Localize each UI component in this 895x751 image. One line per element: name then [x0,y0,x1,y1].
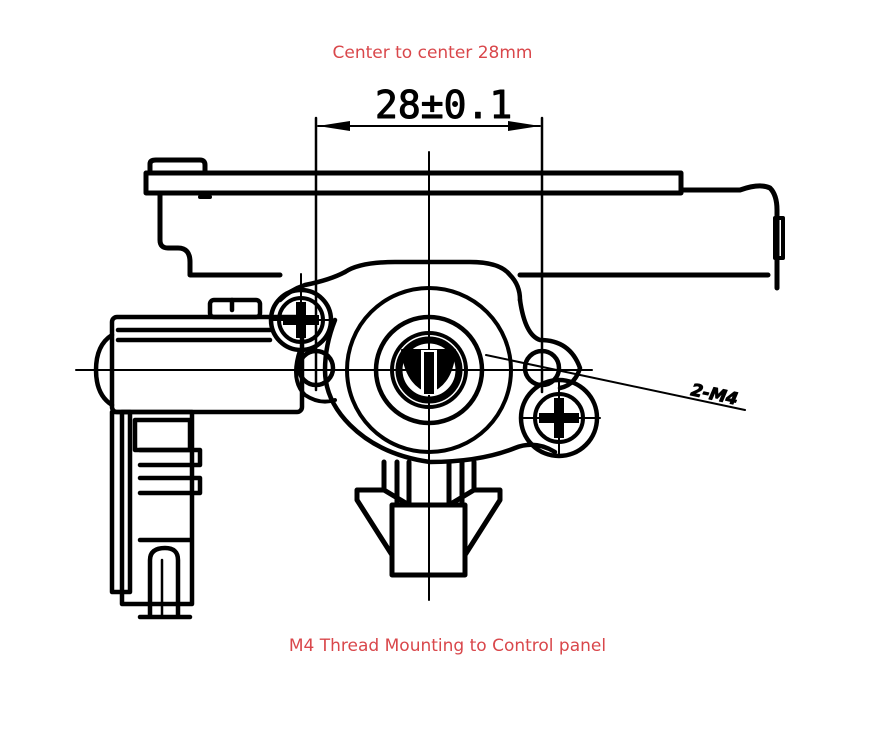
screw-right [518,377,601,459]
housing [277,259,583,465]
callout-label: 2-M4 [689,380,740,409]
callout-2-m4: 2-M4 [485,354,746,411]
caption-center-distance: Center to center 28mm [332,43,533,63]
caption-mounting-note: M4 Thread Mounting to Control panel [288,636,607,656]
center-lines [75,151,593,601]
dimension-label: 28±0.1 [375,83,512,127]
mounting-hole-left [294,348,337,404]
shaft-nut [354,459,503,578]
side-actuator [93,297,305,620]
top-plate [143,157,785,291]
